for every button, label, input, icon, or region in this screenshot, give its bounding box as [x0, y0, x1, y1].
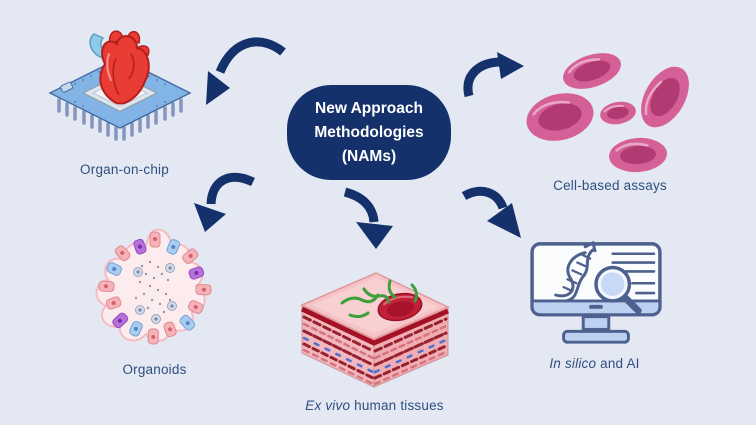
- center-title-line2: Methodologies (NAMs): [314, 123, 424, 165]
- tissue-lesion: [377, 292, 423, 322]
- red-blood-cells-icon: [520, 45, 700, 180]
- microbes: [340, 279, 418, 319]
- center-title-line1: New Approach: [315, 99, 423, 117]
- organoid-inner-cells: [133, 263, 177, 324]
- organ-on-chip-label: Organ-on-chip: [80, 162, 169, 177]
- arrow-to-in-silico-icon: [461, 186, 521, 238]
- monitor-dna-magnifier-icon: [522, 238, 670, 354]
- magnifier-icon: [594, 265, 642, 315]
- dna-helix: [554, 240, 597, 303]
- tissue-block-icon: [290, 255, 460, 395]
- organoids-label: Organoids: [122, 362, 187, 377]
- screen-text-lines: [611, 252, 656, 295]
- organoid-perimeter-cells: [98, 231, 212, 345]
- organoid-dots: [134, 260, 172, 314]
- arrow-to-ex-vivo-tissues-icon: [343, 187, 393, 249]
- cell-based-assays-label: Cell-based assays: [553, 178, 667, 193]
- arrow-to-organ-on-chip-icon: [206, 37, 286, 105]
- heart-on-microchip-icon: [45, 18, 195, 163]
- in-silico-label: In silico and AI: [549, 356, 640, 371]
- center-title-pill: New Approach Methodologies (NAMs): [287, 85, 451, 180]
- organoid-cluster-icon: [80, 220, 230, 362]
- arrow-to-cell-based-assays-icon: [463, 52, 524, 98]
- ex-vivo-tissues-label: Ex vivo human tissues: [305, 398, 444, 413]
